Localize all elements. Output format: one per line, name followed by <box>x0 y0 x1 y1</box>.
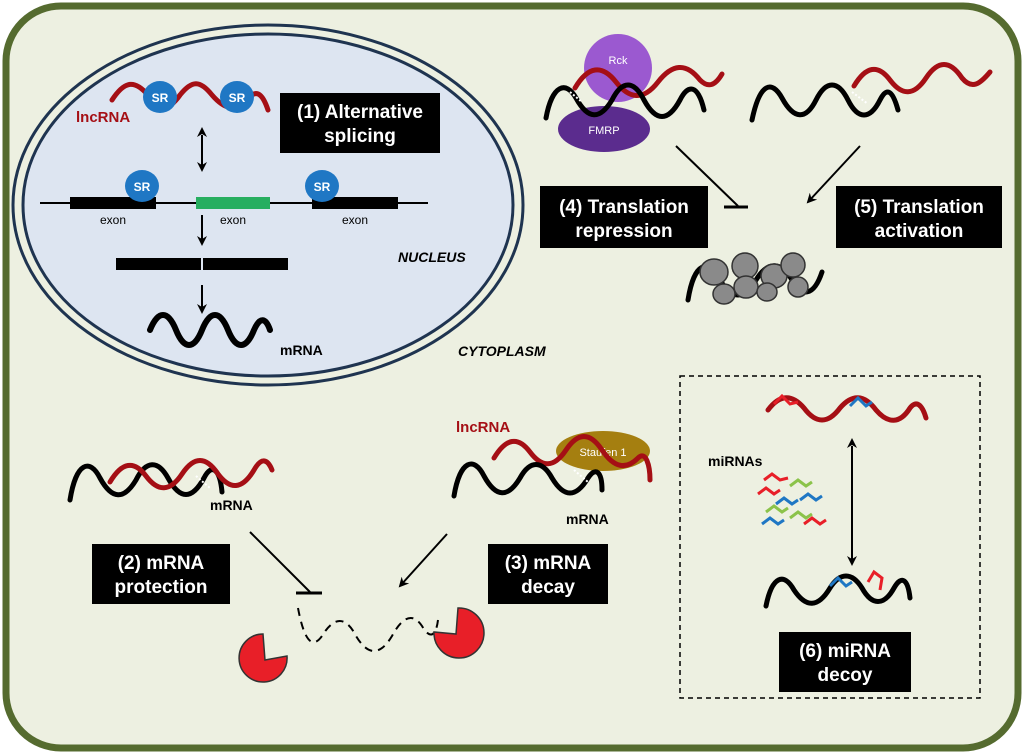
polysome <box>685 252 825 305</box>
protection-module: mRNA (2) mRNA protection <box>67 458 322 604</box>
mrna-strand <box>147 312 273 348</box>
mrna-strand <box>763 573 913 609</box>
lncrna-strand <box>491 434 653 483</box>
lncrna-strand <box>851 62 993 95</box>
mrna-label: mRNA <box>566 511 609 527</box>
alt-exon-block <box>196 197 270 209</box>
exon-label: exon <box>220 213 246 227</box>
degraded-mrna <box>297 607 439 652</box>
decoy-module: miRNAs (6) miRNA decoy <box>679 375 981 699</box>
mirna <box>775 496 799 506</box>
decoy-title-box <box>779 632 911 692</box>
inhibition-line <box>249 531 311 593</box>
mrna-strand <box>67 462 225 503</box>
mirna <box>789 478 813 488</box>
decoy-frame <box>679 375 981 699</box>
base-pairing <box>569 91 583 103</box>
fmrp-protein <box>558 106 650 152</box>
decay-arrow <box>398 533 448 588</box>
decoy-title: (6) miRNA <box>799 641 891 662</box>
exonuclease <box>238 633 288 683</box>
mirna <box>765 504 789 514</box>
ribosome <box>780 252 806 278</box>
splicing-title: (1) Alternative <box>297 102 423 123</box>
repression-title-box <box>540 186 708 248</box>
splicing-title: splicing <box>324 126 396 147</box>
activation-title: (5) Translation <box>854 197 984 218</box>
rck-label: Rck <box>609 55 628 67</box>
decay-title: decay <box>521 577 575 598</box>
inhibition-line <box>675 145 739 207</box>
sr-protein <box>125 170 159 202</box>
base-pairing <box>573 469 589 483</box>
lncrna-strand <box>107 458 275 491</box>
lncrna-label: lncRNA <box>76 109 130 126</box>
mrna-label: mRNA <box>210 497 253 513</box>
ribosome <box>787 276 809 298</box>
activation-title-box <box>836 186 1002 248</box>
activation-title: activation <box>875 221 964 242</box>
exonuclease <box>433 607 485 659</box>
splicing-module: lncRNA SR SR SR SR exon exon exon mRNA (… <box>40 81 440 358</box>
activation-module: (5) Translation activation <box>749 62 1002 248</box>
degradation <box>238 607 485 683</box>
nucleus-label: NUCLEUS <box>398 249 466 265</box>
base-pairing <box>195 475 211 489</box>
exon-block <box>312 197 398 209</box>
ribosome <box>733 275 759 299</box>
mirna <box>757 486 781 496</box>
sr-protein <box>220 81 254 113</box>
cytoplasm-label: CYTOPLASM <box>458 343 546 359</box>
base-pairing <box>851 91 869 105</box>
decay-title-box <box>488 544 608 604</box>
mrna-strand <box>543 82 707 121</box>
decay-module: lncRNA Staufen 1 mRNA (3) mRNA decay <box>398 419 653 604</box>
fmrp-label: FMRP <box>588 125 619 137</box>
mirna <box>763 472 789 482</box>
protection-title: protection <box>115 577 208 598</box>
protection-title: (2) mRNA <box>118 553 205 574</box>
spliced-exon-block <box>116 258 201 270</box>
decoy-title: decoy <box>818 665 873 686</box>
ribosome <box>712 283 736 305</box>
sr-protein <box>305 170 339 202</box>
sr-label: SR <box>152 91 169 105</box>
repression-title: repression <box>575 221 672 242</box>
mrna-label: mRNA <box>280 342 323 358</box>
sr-label: SR <box>134 180 151 194</box>
mrna-strand <box>451 461 605 499</box>
mirnas-label: miRNAs <box>708 453 763 469</box>
protection-title-box <box>92 544 230 604</box>
sr-protein <box>143 81 177 113</box>
splicing-title-box <box>280 93 440 153</box>
mirna-bound <box>866 569 884 591</box>
ribosome <box>699 258 729 286</box>
lncrna-strand <box>572 65 725 98</box>
ribosome <box>756 282 778 302</box>
exon-label: exon <box>100 213 126 227</box>
spliced-exon-block <box>203 258 288 270</box>
mirna-bound <box>848 395 873 408</box>
mirna <box>761 516 785 526</box>
free-mirnas <box>757 472 827 526</box>
mirna-bound <box>828 575 853 588</box>
mirna <box>803 516 827 526</box>
decay-title: (3) mRNA <box>505 553 592 574</box>
lncrna-label: lncRNA <box>456 419 510 436</box>
repression-title: (4) Translation <box>559 197 689 218</box>
repression-module: Rck FMRP (4) Translation repression <box>540 34 748 248</box>
mirna-bound <box>772 393 799 406</box>
ribosome <box>731 252 759 280</box>
sr-label: SR <box>229 91 246 105</box>
activation-arrow <box>806 145 861 204</box>
mirna <box>799 492 823 502</box>
mirna <box>789 510 813 520</box>
mrna-strand <box>749 82 901 123</box>
sr-label: SR <box>314 180 331 194</box>
exon-label: exon <box>342 213 368 227</box>
